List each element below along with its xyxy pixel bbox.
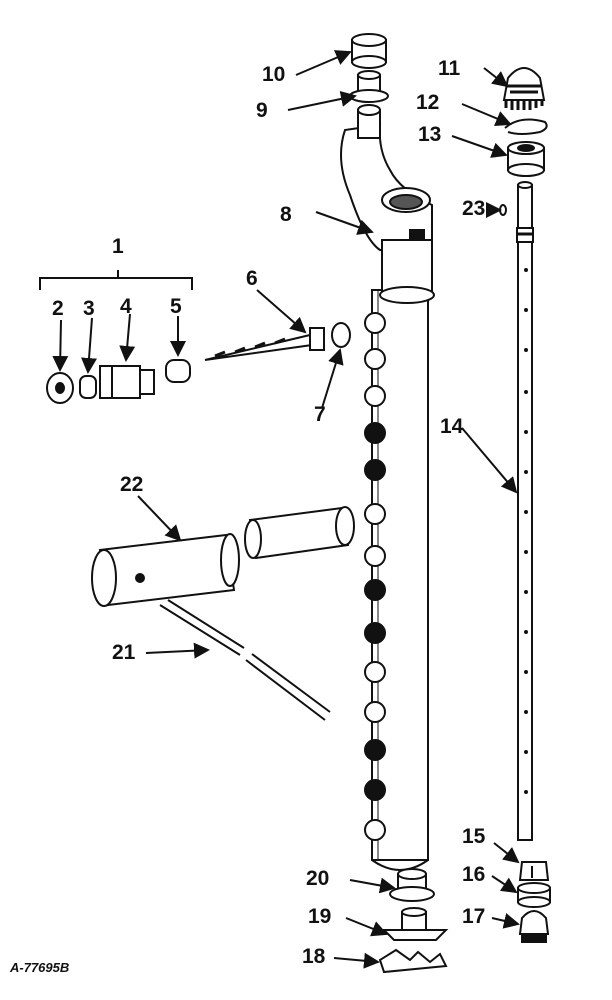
- callout-10: 10: [262, 63, 286, 86]
- callout-20: 20: [306, 867, 330, 890]
- callout-8: 8: [280, 203, 292, 226]
- callout-9: 9: [256, 99, 268, 122]
- callout-18: 18: [302, 945, 326, 968]
- callout-15: 15: [462, 825, 486, 848]
- washer-7: [331, 322, 351, 348]
- bushing-20: [389, 868, 435, 902]
- manifold-head: [340, 104, 435, 304]
- shaft-holes: [524, 268, 528, 794]
- callout-4: 4: [120, 295, 132, 318]
- drawing-number: A-77695B: [10, 960, 70, 975]
- bearing-top: [351, 33, 387, 69]
- body-4: [99, 365, 155, 399]
- callout-12: 12: [416, 91, 440, 114]
- manifold-tube: [371, 289, 429, 871]
- nut-15: [518, 861, 550, 881]
- clip-18: [378, 948, 448, 974]
- callout-13: 13: [418, 123, 442, 146]
- callout-17: 17: [462, 905, 486, 928]
- group-bracket: [39, 270, 193, 290]
- sleeve: [244, 506, 355, 560]
- bushing-13: [507, 141, 545, 177]
- callout-2: 2: [52, 297, 64, 320]
- snap-ring-12: [504, 118, 548, 135]
- callout-3: 3: [83, 297, 95, 320]
- leader-arrows: [52, 50, 520, 969]
- callout-14: 14: [440, 415, 464, 438]
- rod-21: [159, 599, 331, 721]
- bolt-6: [204, 327, 325, 361]
- callout-22: 22: [120, 473, 144, 496]
- callout-1: 1: [112, 235, 124, 258]
- callout-16: 16: [462, 863, 486, 886]
- callout-7: 7: [314, 403, 326, 426]
- callout-11: 11: [438, 57, 461, 80]
- callout-5: 5: [170, 295, 182, 318]
- outlet-ports: [364, 312, 386, 841]
- gear-11: [502, 67, 546, 110]
- bushing-9: [349, 70, 389, 103]
- callout-21: 21: [112, 641, 136, 664]
- callout-23: 23: [462, 197, 486, 220]
- nozzle-2: [46, 372, 74, 404]
- cap-17: [518, 910, 550, 943]
- pin-23: [499, 204, 507, 216]
- orifice-3: [79, 375, 97, 399]
- callout-6: 6: [246, 267, 258, 290]
- adapter-5: [165, 359, 191, 383]
- tube-22: [91, 533, 240, 607]
- callout-19: 19: [308, 905, 332, 928]
- bearing-19: [381, 907, 449, 941]
- ring-16: [517, 882, 551, 908]
